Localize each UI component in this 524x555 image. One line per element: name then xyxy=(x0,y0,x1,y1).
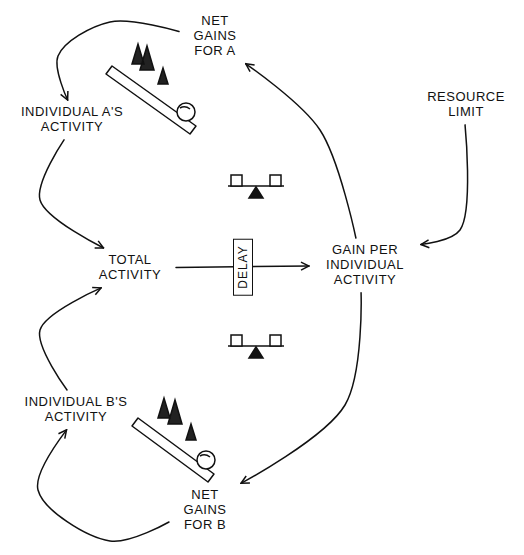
variable-label: NET GAINS FOR B xyxy=(174,488,236,533)
variable-text: NET GAINS FOR A xyxy=(184,14,246,59)
causal-link xyxy=(38,430,169,541)
variable-text: GAIN PER INDIVIDUAL ACTIVITY xyxy=(314,243,416,288)
variable-label: GAIN PER INDIVIDUAL ACTIVITY xyxy=(314,243,416,288)
causal-link xyxy=(57,21,179,100)
snowball-icon xyxy=(106,44,196,134)
delay-label: DELAY xyxy=(236,245,250,288)
causal-link xyxy=(40,288,102,390)
causal-link xyxy=(246,64,356,238)
variable-label: TOTAL ACTIVITY xyxy=(89,253,171,283)
variable-text: NET GAINS FOR B xyxy=(174,488,236,533)
variable-label: INDIVIDUAL B'S ACTIVITY xyxy=(21,395,131,425)
variable-text: TOTAL ACTIVITY xyxy=(89,253,171,283)
snowball-icon xyxy=(132,398,215,482)
variable-label: RESOURCE LIMIT xyxy=(423,90,509,120)
variable-label: NET GAINS FOR A xyxy=(184,14,246,59)
balance-symbol xyxy=(228,335,284,358)
variable-label: INDIVIDUAL A'S ACTIVITY xyxy=(17,105,127,135)
balance-symbol xyxy=(228,175,284,198)
variable-text: INDIVIDUAL B'S ACTIVITY xyxy=(21,395,131,425)
causal-link xyxy=(39,140,103,248)
variable-text: INDIVIDUAL A'S ACTIVITY xyxy=(17,105,127,135)
causal-link xyxy=(241,293,361,483)
variable-text: RESOURCE LIMIT xyxy=(423,90,509,120)
delay-box: DELAY xyxy=(233,238,253,295)
causal-link xyxy=(421,125,468,245)
